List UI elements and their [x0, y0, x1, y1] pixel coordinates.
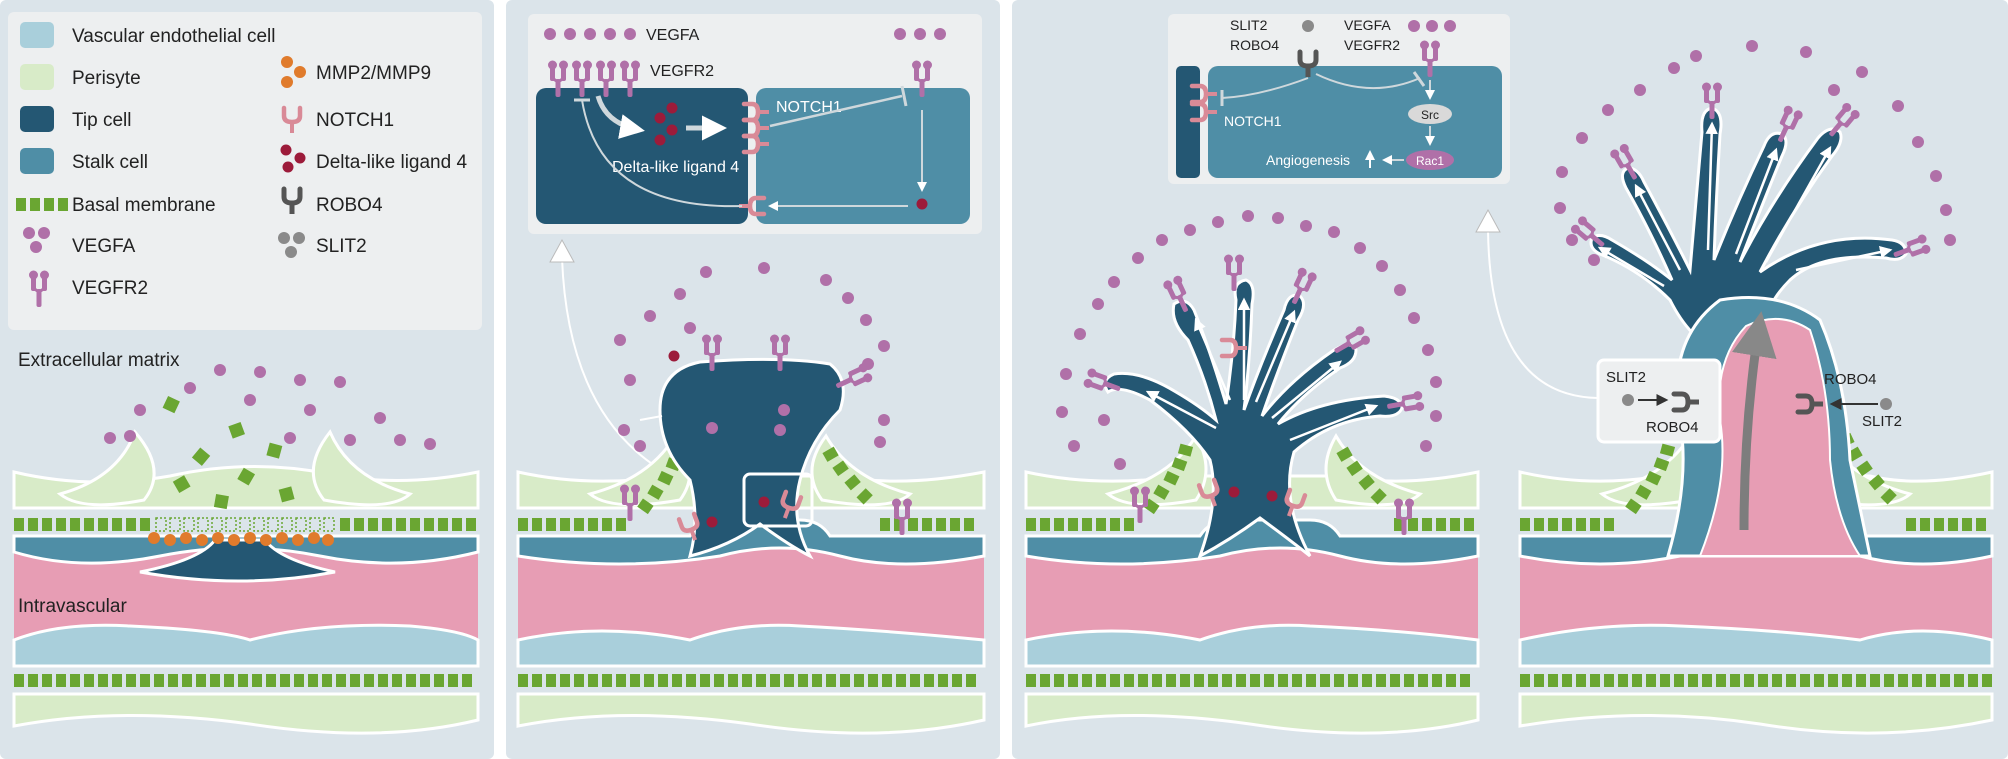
legend-label-vegfr2: VEGFR2	[72, 278, 148, 299]
inset3-slit2-label: SLIT2	[1230, 17, 1268, 33]
src-node	[1408, 104, 1452, 124]
inset3-vegfa-label: VEGFA	[1344, 17, 1391, 33]
basal-membrane-swatch	[16, 198, 68, 211]
panel4-connector	[1487, 229, 1599, 399]
perisyte-swatch	[20, 64, 54, 90]
extracellular-matrix-label: Extracellular matrix	[18, 350, 180, 371]
legend-label-slit2: SLIT2	[316, 236, 367, 257]
inset3-robo4-label: ROBO4	[1230, 37, 1279, 53]
inset3-notch1-label: NOTCH1	[1224, 113, 1282, 129]
basal-membrane-upper	[14, 517, 476, 532]
legend-label-endothelial: Vascular endothelial cell	[72, 26, 276, 47]
inset-robo-signaling: SLIT2 ROBO4 VEGFA VEGFR2 NOTCH1 Src Rac1…	[1168, 14, 1510, 184]
vessel-4	[1518, 106, 1994, 735]
legend-label-robo4: ROBO4	[316, 195, 383, 216]
mmp-dots	[148, 532, 334, 546]
inset2-dll4-label: Delta-like ligand 4	[612, 159, 739, 176]
legend-label-notch1: NOTCH1	[316, 110, 394, 131]
robo-slit-box: SLIT2 ROBO4	[1596, 358, 1722, 444]
inset-tip-cell	[536, 88, 748, 224]
legend-box: Vascular endothelial cell Perisyte Tip c…	[8, 12, 482, 330]
legend-label-dll4: Delta-like ligand 4	[316, 152, 467, 173]
basal-membrane-lower	[14, 674, 472, 687]
legend-label-tip-cell: Tip cell	[72, 110, 131, 131]
inset3-angiogenesis-label: Angiogenesis	[1266, 152, 1350, 168]
intravascular-label: Intravascular	[18, 596, 127, 617]
vessel-1	[12, 429, 480, 735]
stalk-cell-swatch	[20, 148, 54, 174]
legend-label-perisyte: Perisyte	[72, 68, 141, 89]
endothelial-swatch	[20, 22, 54, 48]
basal-fragments	[162, 396, 295, 510]
inset-notch-signaling: VEGFA VEGFR2 NOTCH1 Delta-like ligand 4	[528, 14, 982, 234]
inset-stalk-cell	[756, 88, 970, 224]
panel2-molecules	[614, 262, 914, 543]
inset2-vegfr2-label: VEGFR2	[650, 63, 714, 80]
inset3-rac1-label: Rac1	[1416, 154, 1444, 168]
right-slit2-label: SLIT2	[1862, 413, 1902, 430]
panel2-zoom-box	[742, 472, 814, 528]
legend-label-mmp: MMP2/MMP9	[316, 63, 431, 84]
inset2-notch1-label: NOTCH1	[776, 99, 842, 116]
mmp-swatch	[281, 56, 306, 88]
inset2-vegfa-label: VEGFA	[646, 27, 700, 44]
inset3-src-label: Src	[1421, 108, 1439, 122]
legend-label-vegfa: VEGFA	[72, 236, 136, 257]
legend-label-basal-membrane: Basal membrane	[72, 195, 216, 216]
rac1-node	[1406, 150, 1454, 170]
inset3-vegfr2-label: VEGFR2	[1344, 37, 1400, 53]
legend-label-stalk-cell: Stalk cell	[72, 152, 148, 173]
box-slit2-label: SLIT2	[1606, 369, 1646, 386]
box-robo4-label: ROBO4	[1646, 419, 1699, 436]
right-robo4-label: ROBO4	[1824, 371, 1877, 388]
tip-cell-swatch	[20, 106, 54, 132]
